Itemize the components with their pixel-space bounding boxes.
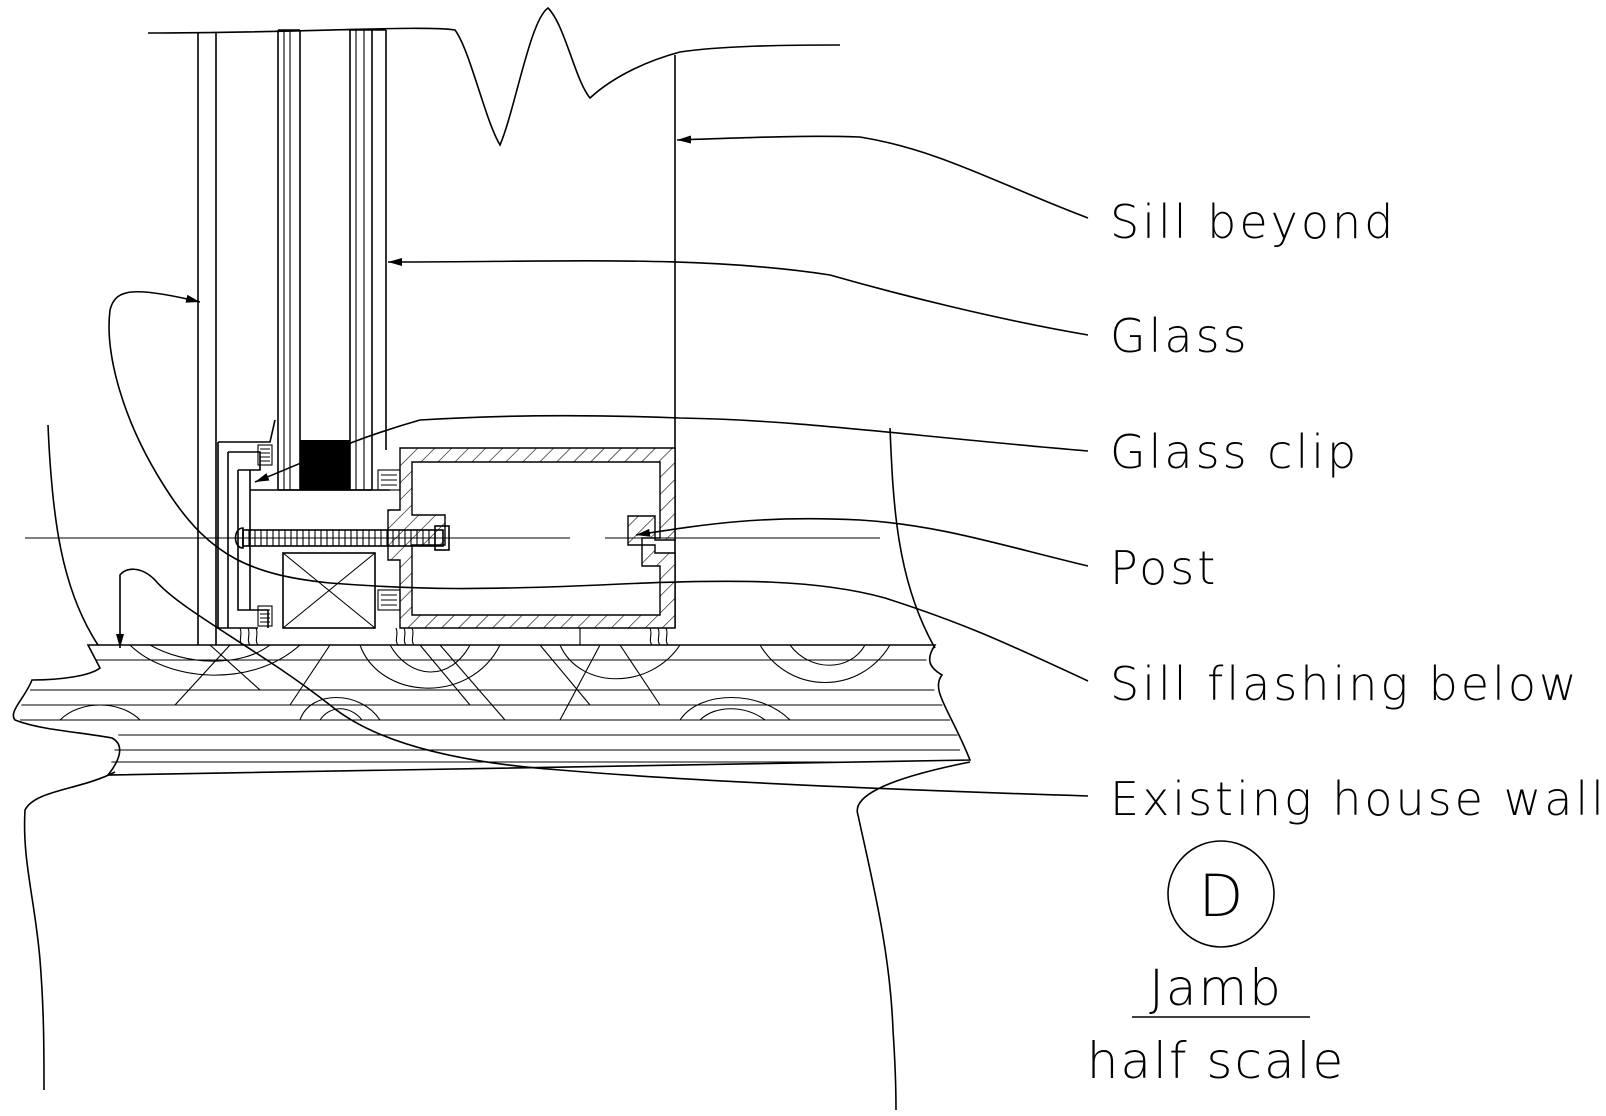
label-glass: Glass [1110,309,1250,363]
wood-beam [12,644,972,776]
fixing-screw [25,525,880,551]
leader-glass-clip [254,414,1089,483]
leader-glass [387,257,1089,336]
detail-title-block: D Jamb half scale [1087,840,1346,1090]
blocking-square [282,552,376,629]
label-post: Post [1110,541,1218,595]
leader-existing-wall [116,568,1089,797]
annotation-labels: Sill beyond Glass Glass clip Post Sill f… [1110,195,1606,826]
setting-block [300,440,350,490]
leaders [108,135,1089,797]
detail-marker-letter: D [1199,862,1244,930]
leader-post [635,517,1089,567]
leader-sill-beyond [676,135,1089,219]
glass-unit [277,29,387,491]
label-glass-clip: Glass clip [1110,425,1359,479]
detail-scale: half scale [1087,1032,1346,1090]
label-sill-flashing-below: Sill flashing below [1110,657,1580,711]
label-sill-beyond: Sill beyond [1110,195,1396,249]
sill-beyond-panel [147,6,841,628]
detail-title: Jamb [1149,959,1283,1017]
interior-trim [197,33,217,645]
label-existing-house-wall: Existing house wall [1110,772,1606,826]
leader-sill-flashing [108,290,1089,682]
detail-marker-circle [1167,840,1275,948]
